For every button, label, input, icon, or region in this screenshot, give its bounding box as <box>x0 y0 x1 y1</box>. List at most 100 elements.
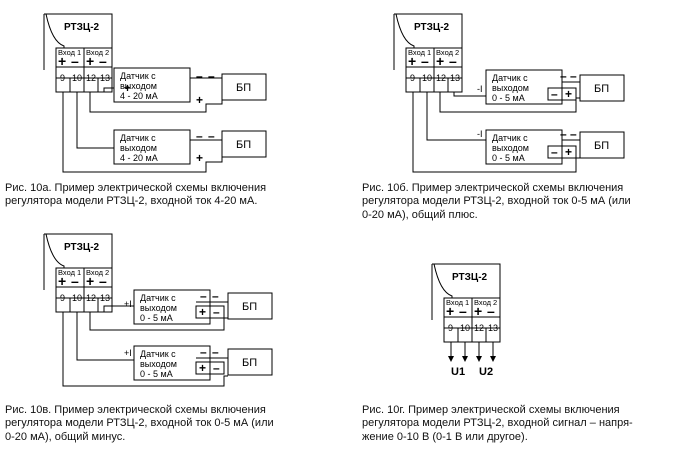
svg-text:Вход 2: Вход 2 <box>436 48 459 57</box>
svg-text:–: – <box>570 127 577 141</box>
svg-text:10: 10 <box>422 73 432 83</box>
svg-text:9: 9 <box>60 293 65 303</box>
svg-text:РТЗЦ-2: РТЗЦ-2 <box>452 272 488 283</box>
svg-text:+: + <box>474 303 482 319</box>
svg-text:+: + <box>86 273 94 289</box>
figure-10c: РТЗЦ-2 Вход 1 Вход 2 + – + – 9 10 12 13 … <box>43 233 273 387</box>
svg-text:13: 13 <box>100 293 110 303</box>
svg-text:–: – <box>71 273 79 289</box>
svg-text:–: – <box>200 345 207 359</box>
plus-sign: + <box>86 53 94 69</box>
figure-10a: РТЗЦ-2 Вход 1 Вход 2 + – + – 9 10 12 13 … <box>43 13 267 173</box>
svg-text:Датчик с: Датчик с <box>492 133 528 143</box>
svg-text:Датчик с: Датчик с <box>120 133 156 143</box>
svg-text:выходом: выходом <box>492 83 529 93</box>
terminal-12: 12 <box>86 73 96 83</box>
svg-text:Вход 1: Вход 1 <box>408 48 431 57</box>
svg-text:Вход 2: Вход 2 <box>86 268 109 277</box>
svg-text:Вход 1: Вход 1 <box>446 298 469 307</box>
minus-sign: – <box>71 53 79 69</box>
svg-text:Датчик с: Датчик с <box>140 293 176 303</box>
svg-text:–: – <box>560 69 567 83</box>
svg-text:–: – <box>208 69 215 83</box>
svg-text:+: + <box>196 93 203 107</box>
svg-text:–: – <box>551 145 558 159</box>
svg-text:БП: БП <box>594 140 609 152</box>
svg-text:-I: -I <box>477 84 483 94</box>
svg-text:–: – <box>560 127 567 141</box>
svg-text:–: – <box>99 273 107 289</box>
svg-text:–: – <box>449 53 457 69</box>
svg-text:Вход 2: Вход 2 <box>474 298 497 307</box>
terminal-10: 10 <box>72 73 82 83</box>
svg-text:Вход 1: Вход 1 <box>58 268 81 277</box>
caption-10b: Рис. 10б. Пример электрической схемы вкл… <box>362 182 631 221</box>
svg-text:+: + <box>196 151 203 165</box>
svg-text:выходом: выходом <box>492 143 529 153</box>
svg-text:+: + <box>408 53 416 69</box>
svg-text:12: 12 <box>474 323 484 333</box>
svg-text:–: – <box>200 289 207 303</box>
svg-text:выходом: выходом <box>140 359 177 369</box>
svg-text:0 - 5 мА: 0 - 5 мА <box>140 369 173 379</box>
svg-text:0 - 5 мА: 0 - 5 мА <box>140 313 173 323</box>
svg-text:–: – <box>196 129 203 143</box>
svg-text:-I: -I <box>477 129 483 139</box>
svg-text:–: – <box>212 345 219 359</box>
figure-10d: РТЗЦ-2 Вход 1 Вход 2 + – + – 9 10 12 13 … <box>431 263 501 378</box>
terminal-13: 13 <box>100 73 110 83</box>
svg-text:БП: БП <box>242 301 257 313</box>
regulator-model: РТЗЦ-2 <box>64 22 100 33</box>
svg-text:4 - 20 мА: 4 - 20 мА <box>120 153 158 163</box>
svg-text:0 - 5 мА: 0 - 5 мА <box>492 93 525 103</box>
svg-text:+: + <box>199 361 206 375</box>
svg-text:–: – <box>459 303 467 319</box>
svg-text:БП: БП <box>594 83 609 95</box>
svg-text:–: – <box>213 361 220 375</box>
u1-label: U1 <box>451 366 465 378</box>
svg-text:+I: +I <box>124 299 132 309</box>
caption-10c: Рис. 10в. Пример электрической схемы вкл… <box>5 404 274 443</box>
svg-text:выходом: выходом <box>120 81 157 91</box>
svg-text:–: – <box>570 69 577 83</box>
svg-text:+: + <box>436 53 444 69</box>
svg-text:–: – <box>421 53 429 69</box>
svg-text:–: – <box>212 289 219 303</box>
svg-text:12: 12 <box>436 73 446 83</box>
svg-text:+: + <box>199 305 206 319</box>
terminal-9: 9 <box>60 73 65 83</box>
minus-sign: – <box>99 53 107 69</box>
svg-text:БП: БП <box>242 357 257 369</box>
svg-text:–: – <box>208 129 215 143</box>
svg-text:+: + <box>446 303 454 319</box>
svg-text:выходом: выходом <box>120 143 157 153</box>
svg-text:–: – <box>551 87 558 101</box>
svg-text:10: 10 <box>72 293 82 303</box>
svg-text:0 - 5 мА: 0 - 5 мА <box>492 153 525 163</box>
svg-text:–: – <box>196 69 203 83</box>
svg-text:4 - 20 мА: 4 - 20 мА <box>120 91 158 101</box>
svg-text:Датчик с: Датчик с <box>140 349 176 359</box>
input2-label: Вход 2 <box>86 48 109 57</box>
svg-text:Датчик с: Датчик с <box>120 71 156 81</box>
svg-text:+: + <box>58 273 66 289</box>
svg-text:Датчик с: Датчик с <box>492 73 528 83</box>
svg-text:+: + <box>565 145 572 159</box>
svg-text:РТЗЦ-2: РТЗЦ-2 <box>64 242 100 253</box>
plus-sign: + <box>58 53 66 69</box>
svg-text:12: 12 <box>86 293 96 303</box>
svg-text:13: 13 <box>450 73 460 83</box>
svg-text:БП: БП <box>236 82 251 94</box>
svg-text:+: + <box>565 87 572 101</box>
figure-10b: РТЗЦ-2 Вход 1 Вход 2 + – + – 9 10 12 13 … <box>393 13 625 173</box>
svg-text:БП: БП <box>236 139 251 151</box>
svg-text:–: – <box>213 305 220 319</box>
svg-text:10: 10 <box>460 323 470 333</box>
svg-text:13: 13 <box>488 323 498 333</box>
svg-text:9: 9 <box>410 73 415 83</box>
u2-label: U2 <box>479 366 493 378</box>
svg-text:+I: +I <box>124 348 132 358</box>
svg-text:9: 9 <box>448 323 453 333</box>
input1-label: Вход 1 <box>58 48 81 57</box>
